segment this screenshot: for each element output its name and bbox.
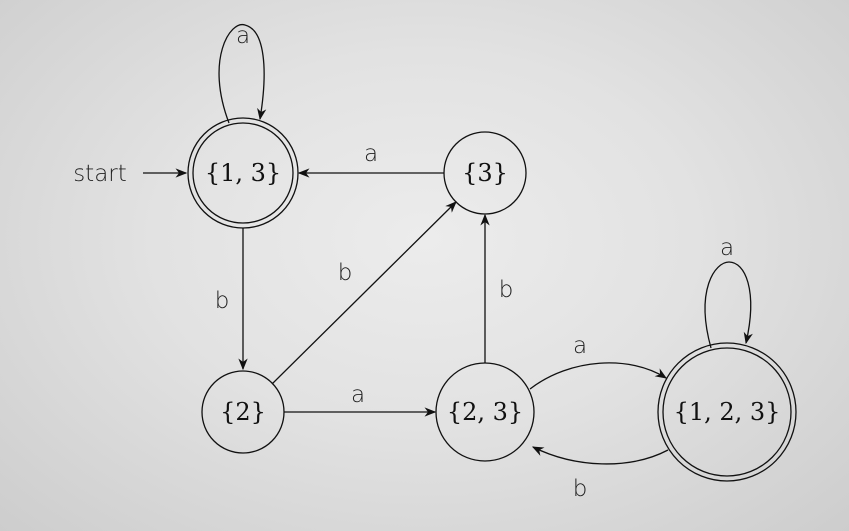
edge-label-s123-self: a [720,235,734,261]
state-s3: {3} [443,131,527,215]
edge-label-s13-to-s2: b [215,288,230,314]
state-s23: {2, 3} [435,362,535,462]
edge-s13-self [218,24,267,124]
edge-label-s13-self: a [236,23,250,49]
start-label: start [73,161,127,187]
state-label: {3} [462,159,508,187]
edge-s2-to-s3 [271,201,457,385]
state-label: {2} [220,398,266,426]
state-s123: {1, 2, 3} [657,342,797,482]
edge-s123-self [704,261,753,349]
edge-label-s23-to-s3: b [499,277,514,303]
edge-s123-to-s23 [531,446,669,465]
state-label: {2, 3} [447,398,523,426]
state-s2: {2} [201,370,285,454]
state-label: {1, 2, 3} [674,398,781,426]
edge-label-s3-to-s13: a [364,141,378,167]
state-s13: {1, 3} [187,117,299,229]
edge-label-s23-to-s123: a [573,333,587,359]
edge-label-s123-to-s23: b [573,476,588,502]
edge-s23-to-s123 [529,362,667,390]
state-label: {1, 3} [205,159,281,187]
edge-label-s2-to-s23: a [351,382,365,408]
edge-label-s2-to-s3: b [338,260,353,286]
